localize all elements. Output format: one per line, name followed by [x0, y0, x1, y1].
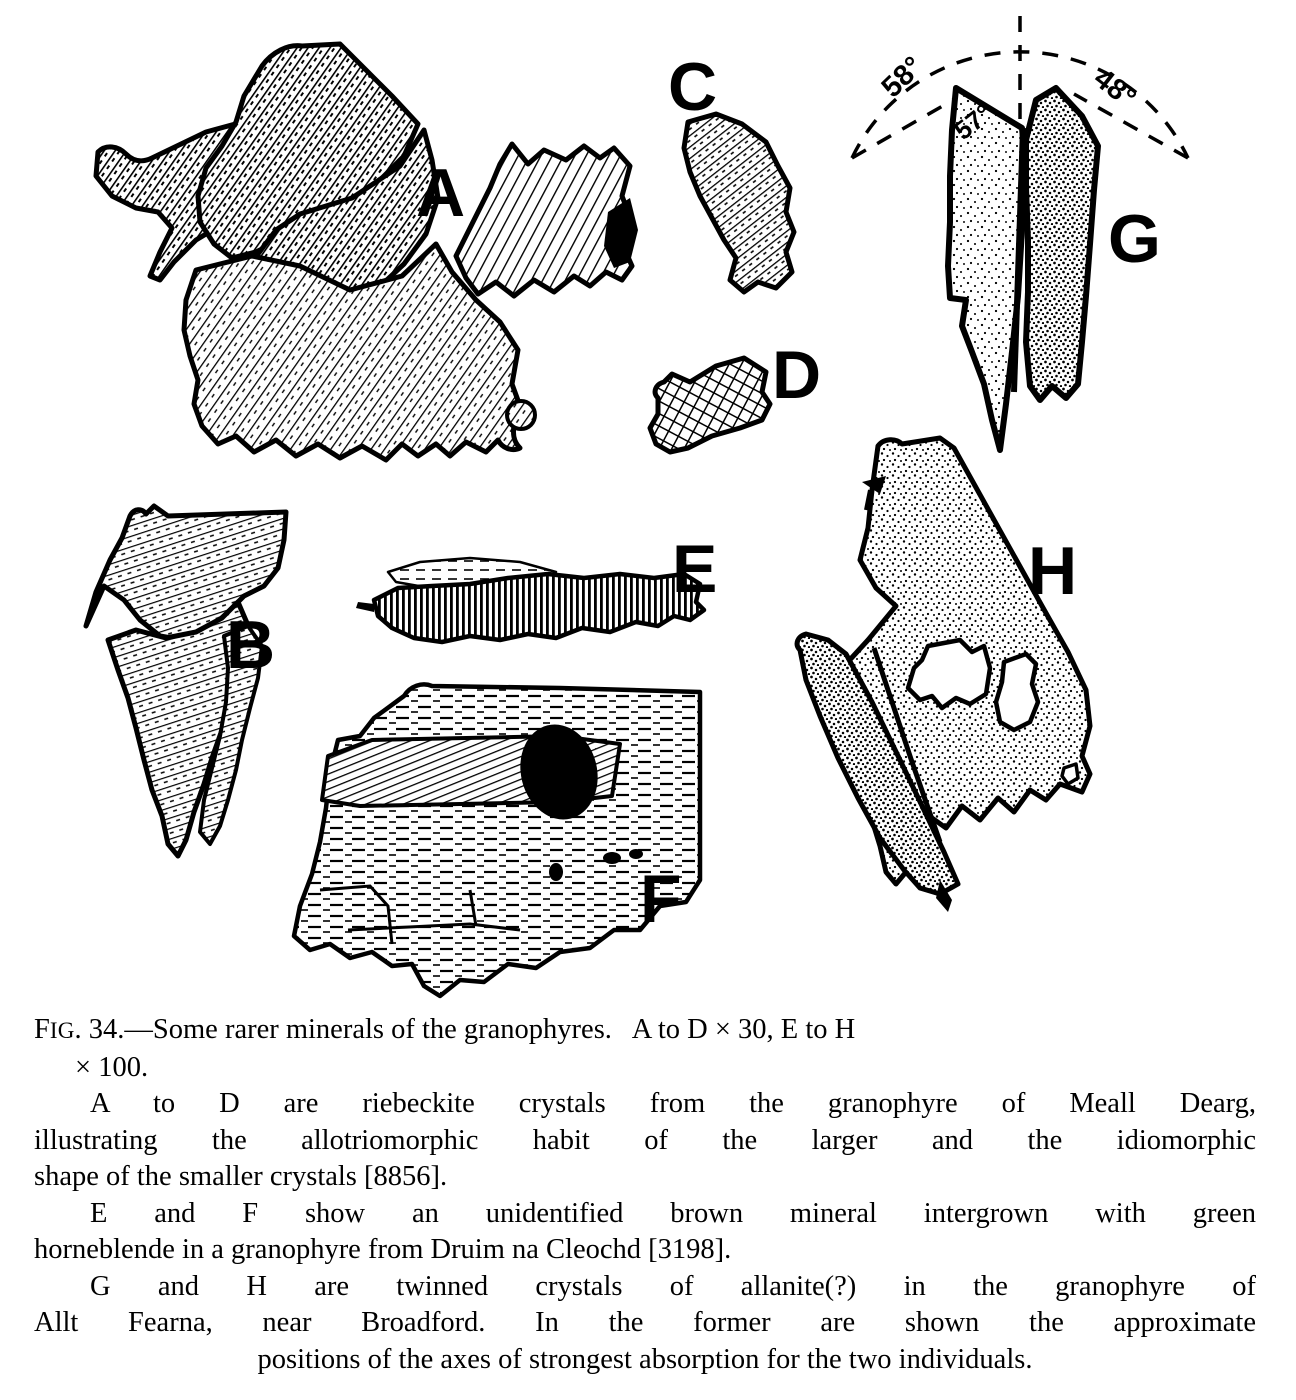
specimen-a-drawing: [93, 41, 638, 463]
specimen-label-h: H: [1028, 533, 1077, 609]
specimen-label-c: C: [668, 49, 717, 125]
specimen-label-a: A: [416, 155, 465, 231]
caption-fig-smallcaps: IG: [49, 1018, 75, 1043]
caption-para-3-line-2: Allt Fearna, near Broadford. In the form…: [34, 1307, 1256, 1338]
caption-para-3-line-1: G and H are twinned crystals of allanite…: [90, 1270, 1256, 1302]
specimen-f-drawing: [291, 682, 703, 999]
specimen-label-g: G: [1108, 201, 1161, 277]
caption-fig-number: . 34.—: [74, 1014, 153, 1045]
specimen-c-drawing: [681, 111, 797, 295]
caption-para-3-line-3: positions of the axes of strongest absor…: [257, 1343, 1033, 1375]
angle-construction-lines: [850, 16, 1190, 160]
caption-fig-prefix: F: [34, 1014, 50, 1045]
specimen-label-e: E: [672, 531, 717, 607]
caption-para-1-line-3: shape of the smaller crystals [8856].: [34, 1161, 448, 1192]
caption-line-1-text: Some rarer minerals of the granophyres. …: [152, 1014, 856, 1045]
caption-para-2-line-1: E and F show an unidentified brown miner…: [90, 1197, 1256, 1229]
specimen-label-d: D: [772, 337, 821, 413]
figure-plate: A C D B E: [83, 16, 1190, 999]
specimen-d-drawing: [647, 355, 773, 455]
specimen-g-drawing: [850, 16, 1190, 453]
specimen-b-drawing: [83, 503, 289, 859]
caption-para-1-line-2: illustrating the allotriomorphic habit o…: [34, 1124, 1256, 1156]
caption-para-2-line-2: horneblende in a granophyre from Druim n…: [34, 1234, 732, 1265]
specimen-h-drawing: [794, 435, 1093, 912]
caption-para-1-line-1: A to D are riebeckite crystals from the …: [90, 1088, 1256, 1119]
specimen-e-drawing: [356, 556, 707, 645]
specimen-label-b: B: [226, 607, 275, 683]
specimen-label-f: F: [640, 861, 682, 937]
caption-line-2: × 100.: [75, 1051, 149, 1083]
caption-line-1: FIG. 34.—Some rarer minerals of the gran…: [0, 1012, 1296, 1050]
figure-caption: FIG. 34.—Some rarer minerals of the gran…: [0, 1012, 1296, 1378]
